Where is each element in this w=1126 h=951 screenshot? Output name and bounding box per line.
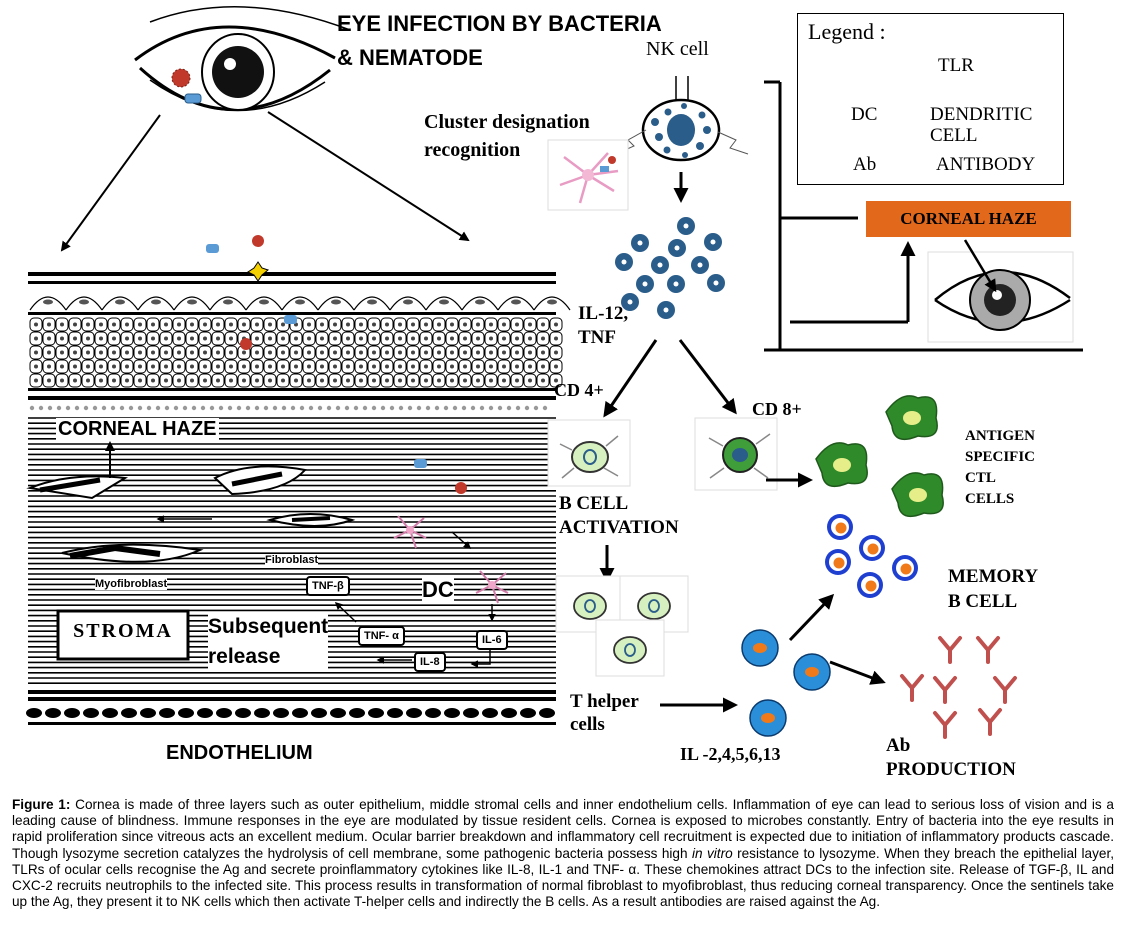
legend-heading: Legend :	[808, 19, 886, 44]
il8-box: IL-8	[414, 652, 446, 672]
endothelium-label: ENDOTHELIUM	[166, 742, 313, 764]
t-helper-cells	[741, 629, 831, 737]
hazy-eye	[927, 239, 1074, 343]
cd4-cell	[547, 419, 631, 487]
ctl-cells	[815, 395, 944, 518]
legend-dc-key: DC	[851, 104, 878, 125]
dendritic-cell-top	[547, 139, 629, 211]
corneal-haze-box: CORNEAL HAZE	[866, 201, 1071, 237]
tnf-beta-box: TNF-β	[306, 576, 350, 596]
stroma-label: STROMA	[62, 620, 184, 643]
caption-italic: in vitro	[691, 845, 733, 861]
myofibroblast-label: Myofibroblast	[95, 578, 168, 591]
cytokine-cluster	[615, 217, 725, 319]
antigen-ctl-label: ANTIGEN SPECIFIC CTL CELLS	[965, 428, 1036, 507]
caption-part1: Cornea is made of three layers such as o…	[12, 797, 1114, 861]
legend-ab-value: ANTIBODY	[936, 154, 1036, 175]
tnf-alpha-box: TNF- α	[358, 626, 405, 646]
antibodies	[900, 636, 1017, 739]
cd8-cell	[694, 417, 778, 491]
caption-prefix: Figure 1:	[12, 797, 71, 812]
dc-label: DC	[422, 577, 454, 603]
legend-box	[797, 13, 1064, 185]
memory-b-cell-label: MEMORY B CELL	[948, 566, 1039, 612]
legend-dc-value: DENDRITIC CELL	[930, 104, 1033, 147]
cd4-label: CD 4+	[554, 380, 604, 400]
cd8-label: CD 8+	[752, 399, 802, 419]
subsequent-release-label: Subsequent release	[208, 612, 329, 672]
title-line1: EYE INFECTION BY BACTERIA	[337, 11, 662, 36]
legend-ab-key: Ab	[853, 154, 877, 175]
il6-box: IL-6	[476, 630, 508, 650]
cluster-label: Cluster designation recognition	[424, 111, 590, 161]
il-series-label: IL -2,4,5,6,13	[680, 744, 781, 764]
infected-eye	[134, 6, 351, 112]
il12-label: IL-12, TNF	[578, 303, 629, 348]
haze-bracket	[764, 80, 1083, 352]
nk-cell	[615, 76, 749, 162]
fibroblast-label: Fibroblast	[265, 554, 319, 567]
diagram-canvas	[26, 6, 1083, 739]
title-line2: & NEMATODE	[337, 45, 483, 70]
memory-b-cells	[825, 514, 918, 598]
corneal-haze-layer-label: CORNEAL HAZE	[56, 418, 219, 441]
nk-cell-label: NK cell	[646, 38, 709, 60]
ab-production-label: Ab PRODUCTION	[886, 735, 1016, 780]
legend-tlr-value: TLR	[938, 55, 974, 76]
b-cell-activation-label: B CELL ACTIVATION	[559, 493, 679, 538]
t-helper-label: T helper cells	[570, 691, 639, 735]
caption-part2: resistance to lysozyme. When they breach…	[12, 845, 1114, 910]
figure-caption: Figure 1: Cornea is made of three layers…	[12, 797, 1114, 910]
b-cells	[555, 575, 689, 677]
